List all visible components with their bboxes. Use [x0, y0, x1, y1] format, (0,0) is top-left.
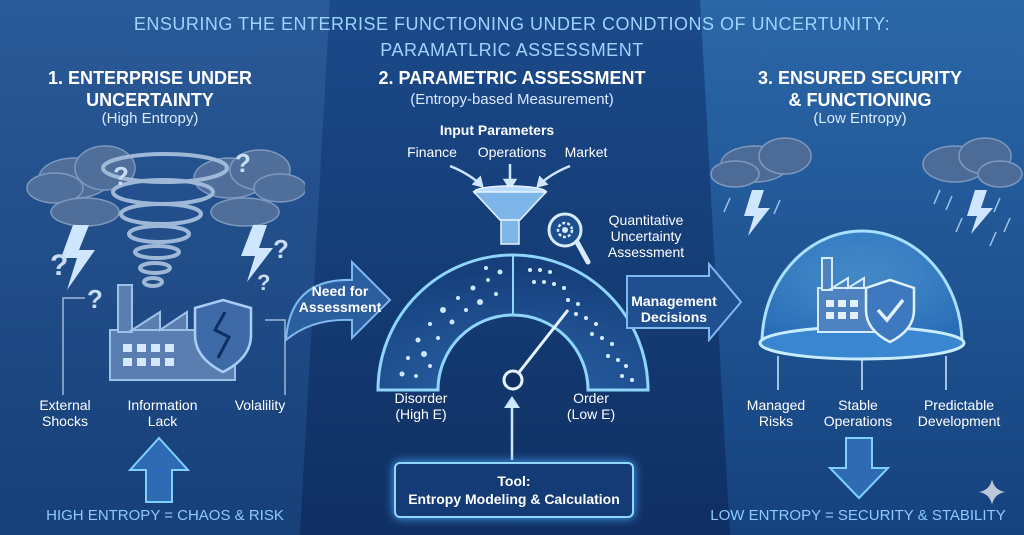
middle-subtitle: (Entropy-based Measurement) [410, 91, 614, 108]
label-managed-risks-2: Risks [758, 413, 794, 429]
need-arrow-label-1: Need for [311, 283, 369, 299]
disorder-label-2: (High E) [395, 406, 447, 422]
label-information-lack-2: Lack [147, 413, 178, 429]
quant-label-3: Assessment [607, 244, 685, 260]
tool-label-1: Tool: [497, 473, 531, 489]
tool-label-2: Entropy Modeling & Calculation [408, 491, 620, 507]
right-subtitle: (Low Entropy) [813, 110, 907, 127]
lightning-icon [61, 225, 95, 290]
svg-text:?: ? [87, 284, 103, 314]
tornado-icon [101, 152, 229, 288]
left-footer: HIGH ENTROPY = CHAOS & RISK [46, 507, 284, 524]
tool-up-arrow-icon [504, 396, 520, 460]
svg-text:?: ? [257, 270, 270, 295]
left-title-line-1: 1. ENTERPRISE UNDER [47, 68, 253, 88]
middle-title: 2. PARAMETRIC ASSESSMENT [378, 68, 646, 88]
disorder-label-1: Disorder [394, 390, 448, 406]
storm-scene: ? ? ? ? ? ? ? [26, 145, 305, 395]
label-stable-operations-1: Stable [838, 397, 878, 413]
need-arrow-icon [284, 259, 392, 343]
input-operations: Operations [477, 144, 547, 160]
input-finance: Finance [407, 144, 457, 160]
check-shield-icon [864, 278, 916, 344]
connector-lines [777, 356, 947, 390]
broken-shield-icon [193, 298, 253, 374]
label-predictable-development-1: Predictable [923, 397, 995, 413]
right-title-line-1: 3. ENSURED SECURITY [757, 68, 963, 88]
svg-text:?: ? [113, 161, 129, 191]
management-arrow-icon [626, 262, 743, 342]
label-external-shocks-1: External [39, 397, 91, 413]
down-arrow-icon [828, 437, 890, 500]
cloud-icon [710, 137, 1023, 188]
right-title-line-2: & FUNCTIONING [788, 90, 932, 110]
lightning-icon [967, 190, 993, 234]
input-parameters-title: Input Parameters [439, 122, 555, 138]
quant-label-1: Quantitative [608, 212, 684, 228]
label-predictable-development-2: Development [917, 413, 1001, 429]
sparkle-icon [979, 479, 1005, 505]
up-arrow-icon [128, 436, 190, 503]
protected-scene [710, 137, 1023, 390]
header-line-1: ENSURING THE ENTERRISE FUNCTIONING UNDER… [133, 14, 891, 34]
left-title-line-2: UNCERTAINTY [86, 90, 214, 110]
svg-text:?: ? [235, 148, 251, 178]
need-arrow-label-2: Assessment [298, 299, 382, 315]
order-dots [528, 268, 634, 382]
order-label-2: (Low E) [566, 406, 616, 422]
left-subtitle: (High Entropy) [101, 110, 199, 127]
lightning-icon [744, 190, 770, 236]
connector-lines [62, 297, 286, 395]
gauge-needle [511, 309, 570, 381]
order-label-1: Order [573, 390, 609, 406]
funnel-icon [472, 185, 548, 245]
magnifier-gear-icon [547, 212, 591, 265]
header-line-2: PARAMATLRIC ASSESSMENT [380, 40, 644, 60]
lightning-icon [241, 225, 273, 282]
label-managed-risks-1: Managed [746, 397, 806, 413]
rain-lines [723, 189, 1011, 247]
left-panel-bg [0, 0, 330, 535]
label-external-shocks-2: Shocks [42, 413, 88, 429]
management-label-2: Decisions [640, 309, 708, 325]
svg-text:?: ? [273, 234, 289, 264]
management-label-1: Management [631, 293, 717, 309]
gauge-pivot [502, 369, 524, 391]
disorder-dots [399, 266, 503, 378]
label-volatility: Volalility [234, 397, 286, 413]
right-footer: LOW ENTROPY = SECURITY & STABILITY [710, 507, 1006, 524]
label-information-lack-1: Information [127, 397, 198, 413]
svg-text:?: ? [50, 249, 68, 282]
storm-cloud-icon [26, 145, 305, 227]
input-market: Market [564, 144, 608, 160]
quant-label-2: Uncertainty [610, 228, 682, 244]
gauge-arc [376, 253, 650, 392]
label-stable-operations-2: Operations [823, 413, 893, 429]
entropy-gauge [376, 253, 650, 392]
input-funnel [449, 164, 571, 245]
tool-box [394, 462, 634, 518]
